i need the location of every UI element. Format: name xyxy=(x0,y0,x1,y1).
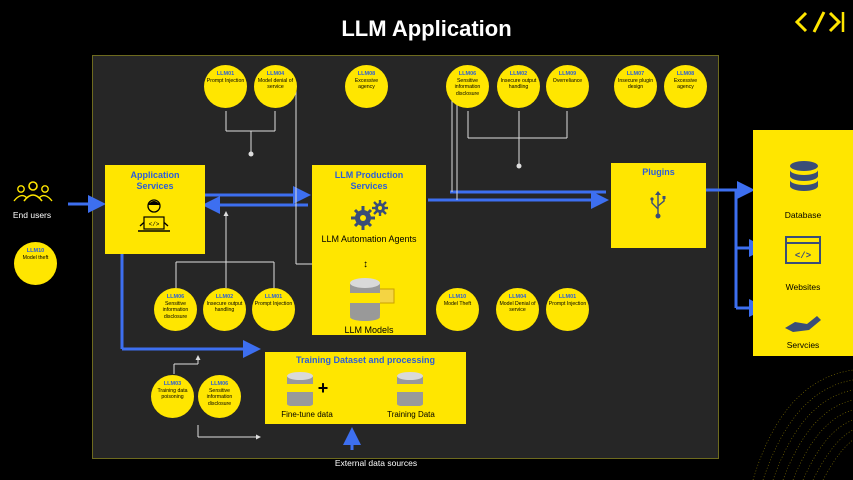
model-database-icon xyxy=(350,278,395,321)
plugins-box: Plugins xyxy=(611,163,706,248)
training-dataset-box: Training Dataset and processing + Fine-t… xyxy=(265,352,466,424)
database-label: Database xyxy=(784,210,822,220)
svg-text:+: + xyxy=(318,378,329,398)
end-users-icon xyxy=(13,181,53,202)
training-dataset-title: Training Dataset and processing xyxy=(295,355,436,365)
svg-text:</>: </> xyxy=(149,221,160,228)
finetune-database-icon: + xyxy=(287,372,329,406)
application-services-box: Application Services </> xyxy=(105,165,205,254)
end-users-label: End users xyxy=(12,210,52,220)
gears-icon xyxy=(351,200,388,230)
llm-automation-agents-label: LLM Automation Agents xyxy=(321,234,417,244)
plugins-title: Plugins xyxy=(642,167,675,177)
external-data-sources-label: External data sources xyxy=(334,458,418,468)
services-hand-icon xyxy=(785,316,821,332)
llm-production-services-box: LLM Production Services LLM Automation A… xyxy=(312,165,426,335)
decorative-waves xyxy=(752,369,853,480)
website-icon: </> xyxy=(785,236,821,264)
llm-models-label: LLM Models xyxy=(344,325,394,335)
finetune-data-label: Fine-tune data xyxy=(281,410,333,419)
bidirectional-arrow-icon: ↕ xyxy=(363,259,368,270)
svg-text:</>: </> xyxy=(795,251,811,261)
database-icon xyxy=(790,161,818,191)
websites-label: Websites xyxy=(785,282,821,292)
services-label: Servcies xyxy=(786,340,820,350)
training-database-icon xyxy=(397,372,423,406)
llm-production-services-title: LLM Production Services xyxy=(334,170,404,191)
external-resources-box: Database </> Websites Servcies xyxy=(753,130,853,356)
application-services-title: Application Services xyxy=(130,170,180,191)
logo-icon xyxy=(794,11,845,33)
usb-icon xyxy=(650,191,666,219)
diagram-title: LLM Application xyxy=(341,16,512,41)
developer-icon: </> xyxy=(138,199,170,232)
training-data-label: Training Data xyxy=(387,410,435,419)
